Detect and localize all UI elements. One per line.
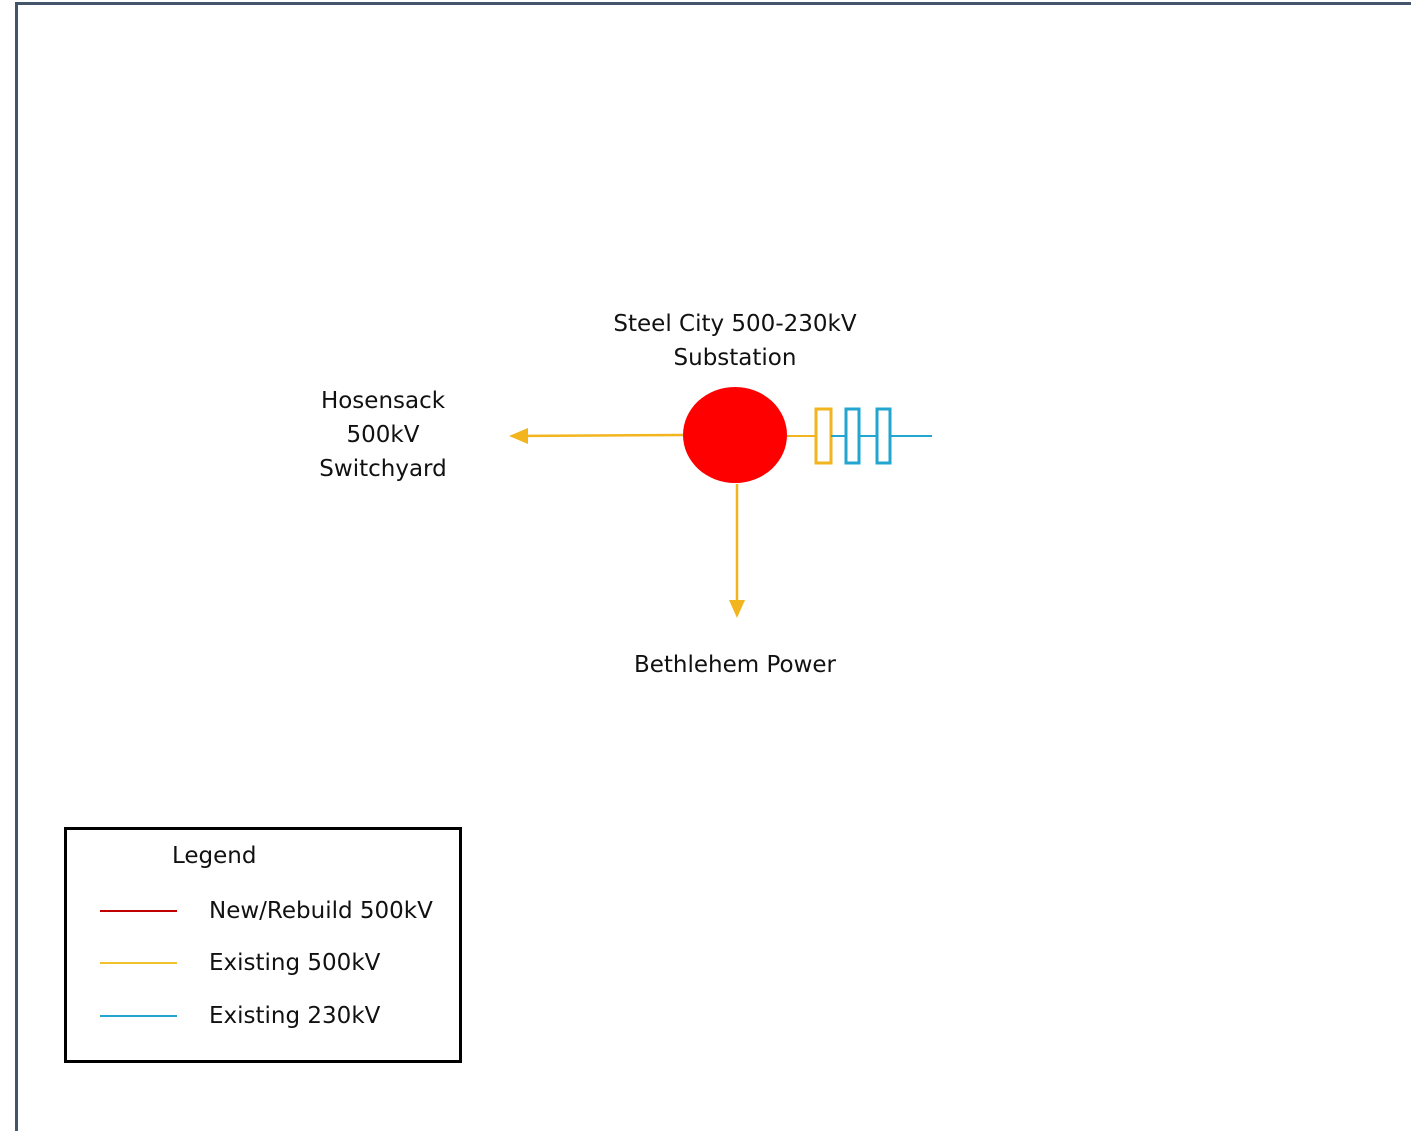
hosensack-label-line1: Hosensack (320, 388, 446, 414)
legend-item-label: Existing 500kV (209, 950, 381, 976)
bethlehem-label: Bethlehem Power (633, 652, 837, 678)
diagram-frame (15, 2, 1411, 1131)
transformer-500kv-winding (814, 407, 833, 465)
legend-box: Legend New/Rebuild 500kV Existing 500kV … (64, 827, 462, 1063)
legend-item-existing-500kv: Existing 500kV (97, 948, 457, 978)
transformer-230kv-winding-1 (844, 407, 861, 465)
hosensack-label: Hosensack 500kV Switchyard (283, 384, 483, 486)
line-to-hosensack (511, 433, 685, 438)
legend-item-new-rebuild-500kv: New/Rebuild 500kV (97, 896, 457, 926)
legend-item-existing-230kv: Existing 230kV (97, 1001, 457, 1031)
legend-item-label: Existing 230kV (209, 1003, 381, 1029)
substation-label-line1: Steel City 500-230kV (613, 311, 857, 337)
legend-swatch-blue-line (100, 1015, 177, 1017)
substation-label-line2: Substation (673, 345, 797, 371)
arrowhead-hosensack (509, 428, 528, 444)
hosensack-label-line2: 500kV (346, 422, 420, 448)
legend-swatch-red-line (100, 910, 177, 912)
substation-label: Steel City 500-230kV Substation (585, 307, 885, 375)
arrowhead-bethlehem (729, 600, 745, 618)
legend-title: Legend (172, 843, 257, 869)
substation-node (683, 387, 787, 483)
legend-item-label: New/Rebuild 500kV (209, 898, 433, 924)
legend-swatch-yellow-line (100, 962, 177, 964)
transformer-230kv-winding-2 (875, 407, 892, 465)
hosensack-label-line3: Switchyard (319, 456, 447, 482)
